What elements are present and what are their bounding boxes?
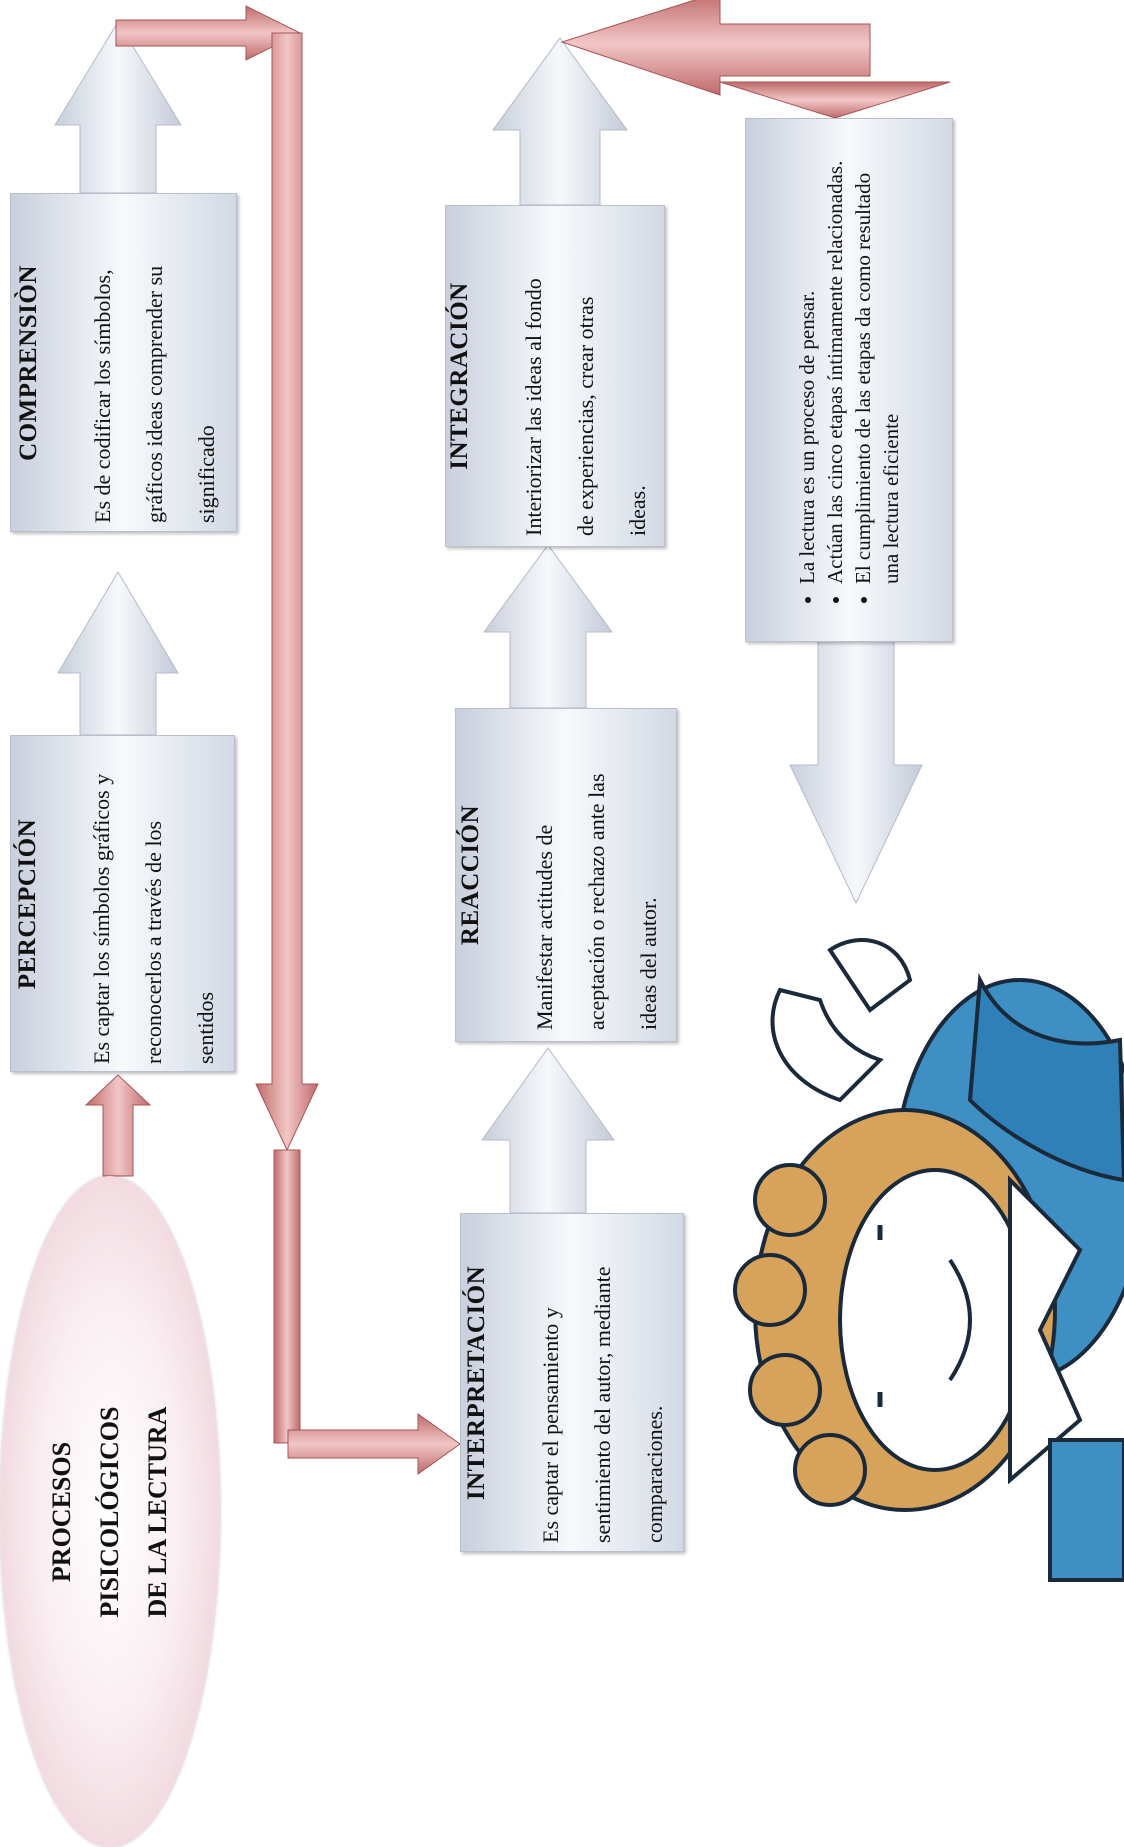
title-line-3: DE LA LECTURA [143,1406,172,1617]
arrow-up-integracion [492,37,628,206]
arrow-down-summary [789,639,923,905]
connector-vertical [255,32,319,1152]
summary-bullet: La lectura es un proceso de pensar. [793,150,821,584]
stage-interpretacion: INTERPRETACIÓN Es captar el pensamiento … [460,1213,684,1552]
stage-percepcion: PERCEPCIÓN Es captar los símbolos gráfic… [10,735,235,1072]
stage-desc-line: ideas. [625,485,650,536]
arrow-up-percepcion [57,571,179,736]
stage-reaccion: REACCIÓN Manifestar actitudes de aceptac… [455,708,677,1042]
connector-summary-to-integracion [560,0,871,96]
arrow-up-comprension [54,21,182,194]
stage-desc-line: Es captar el pensamiento y [538,1306,563,1543]
stage-comprension: COMPRENSIÒN Es de codificar los símbolos… [10,193,237,532]
stage-desc-line: reconocerlos a través de los [140,820,166,1064]
title-line-2: PISICOLÓGICOS [95,1406,124,1617]
stage-desc-line: sentimiento del autor, mediante [590,1266,615,1543]
connector-to-interpretacion [287,1413,461,1475]
connector-vertical-lower [273,1149,301,1444]
stage-desc-line: Interiorizar las ideas al fondo [521,278,546,536]
stage-desc-line: comparaciones. [642,1405,667,1543]
stage-desc-line: aceptación o rechazo ante las [584,773,609,1030]
stage-desc-line: Es de codificar los símbolos, [89,268,115,523]
connector-right-down [719,81,951,119]
arrow-up-reaccion [483,544,613,709]
connector-oval-to-percepcion [84,1074,152,1177]
title-oval: PROCESOS PISICOLÓGICOS DE LA LECTURA [0,1176,220,1847]
stage-title: PERCEPCIÓN [13,818,41,989]
child-reading-illustration [733,938,1124,1582]
stage-desc-line: significado [193,424,219,523]
summary-bullet: Actúan las cinco etapas íntimamente rela… [821,150,849,584]
summary-list: La lectura es un proceso de pensar. Actú… [793,150,905,610]
summary-bullet: El cumplimiento de las etapas da como re… [849,150,905,584]
stage-desc-line: Es captar los símbolos gráficos y [88,773,114,1064]
stage-desc-line: Manifestar actitudes de [532,824,557,1030]
stage-desc-line: de experiencias, crear otras [573,296,598,536]
stage-title: REACCIÓN [457,804,484,946]
title-line-1: PROCESOS [47,1441,76,1582]
stage-title: INTEGRACIÓN [446,282,473,470]
stage-desc-line: sentidos [192,991,218,1064]
stage-desc-line: ideas del autor. [636,897,661,1030]
summary-box: La lectura es un proceso de pensar. Actú… [745,118,953,642]
arrow-up-interpretacion [481,1047,615,1214]
stage-title: INTERPRETACIÓN [463,1265,490,1500]
stage-title: COMPRENSIÒN [14,264,42,461]
stage-desc-line: gráficos ideas comprender su [141,265,167,523]
stage-integracion: INTEGRACIÓN Interiorizar las ideas al fo… [445,205,665,547]
